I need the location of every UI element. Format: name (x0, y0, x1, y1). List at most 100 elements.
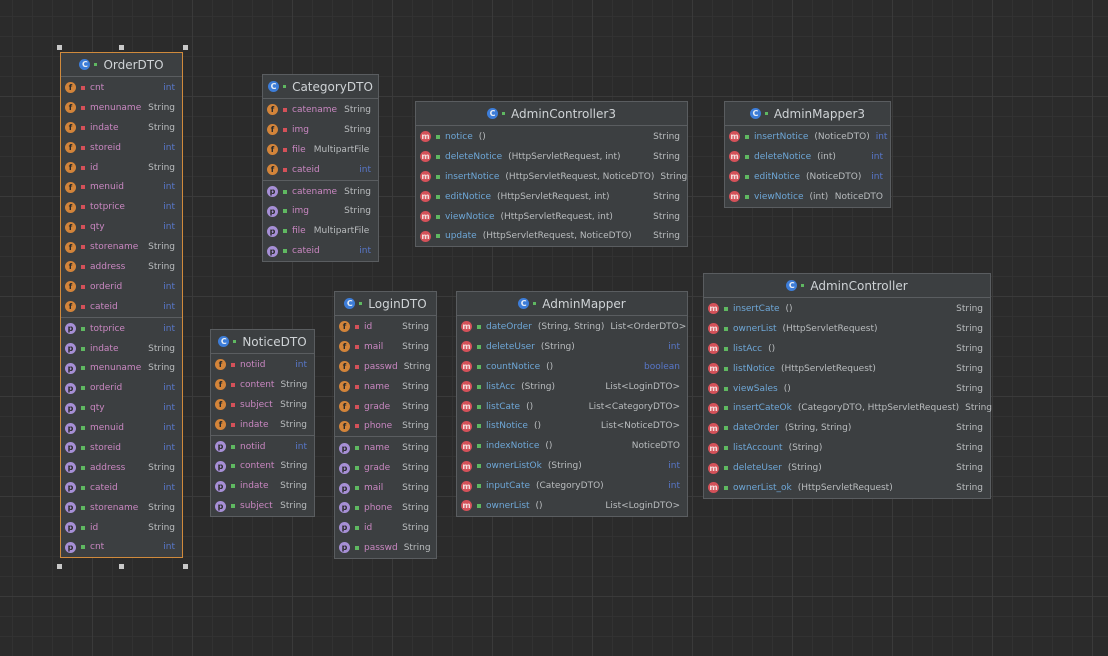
selection-handle[interactable] (183, 45, 188, 50)
selection-handle[interactable] (119, 564, 124, 569)
selection-handle[interactable] (119, 45, 124, 50)
selection-handle[interactable] (57, 45, 62, 50)
selection-handle[interactable] (183, 564, 188, 569)
selection-handle[interactable] (57, 564, 62, 569)
